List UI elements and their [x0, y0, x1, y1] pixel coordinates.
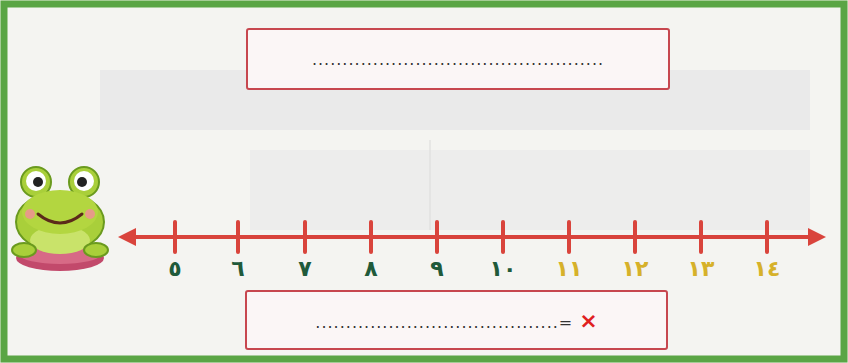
tick-number: ١٠ [490, 256, 517, 281]
bleed-through [100, 38, 810, 230]
tick-number: ٦ [231, 256, 244, 281]
green-frame [4, 4, 844, 359]
tick-number: ١٢ [622, 256, 649, 281]
tick-number: ٩ [430, 256, 443, 281]
tick-number: ١٣ [688, 256, 715, 281]
tick-number: ٧ [298, 256, 311, 281]
tick-number: ٨ [364, 256, 377, 281]
answer-box: ........................................… [246, 28, 670, 90]
equation-box: ........................................… [245, 290, 668, 350]
blank-line: ........................................… [315, 313, 573, 332]
text-row: ........................................… [312, 50, 604, 69]
frog-illustration [12, 167, 108, 271]
blank-line: ........................................… [312, 50, 604, 69]
number-line [118, 222, 826, 252]
tick-number: ٥ [168, 256, 181, 281]
tick-number: ١١ [556, 256, 583, 281]
multiply-sign: × [579, 308, 597, 333]
text-row: ........................................… [315, 308, 597, 333]
tick-number: ١٤ [754, 256, 781, 281]
